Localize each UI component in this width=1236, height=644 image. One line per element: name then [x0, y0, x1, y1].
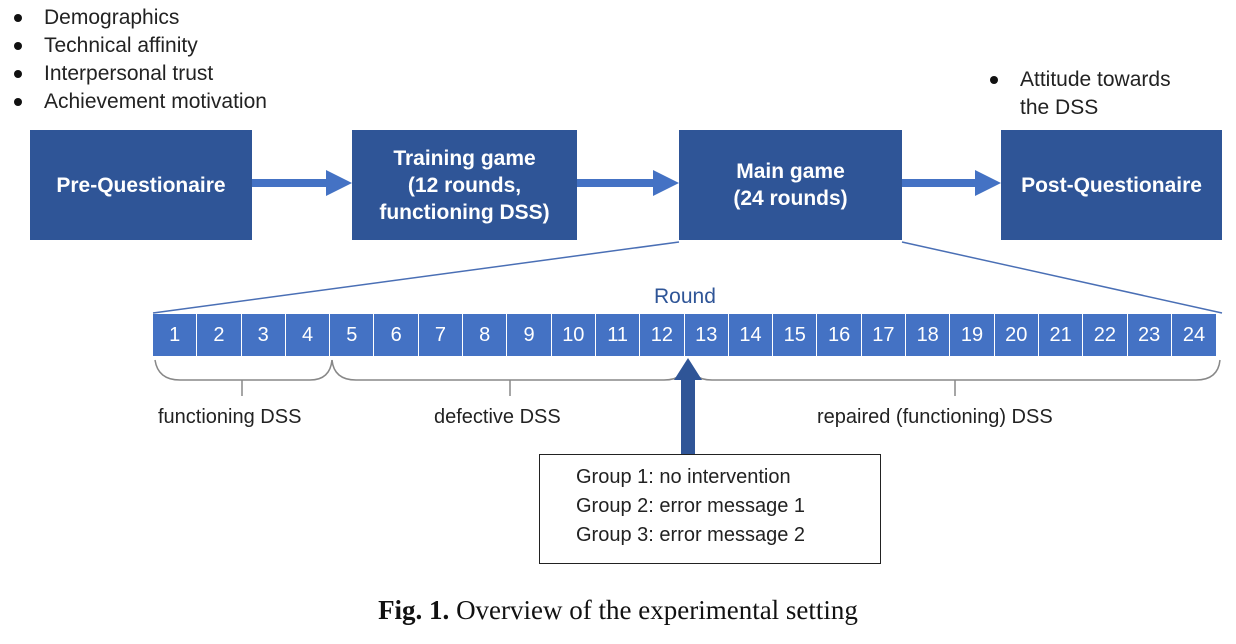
flow-arrow — [252, 170, 352, 196]
brace-repaired — [687, 359, 1221, 381]
round-cell-24: 24 — [1182, 324, 1206, 346]
group-line: Group 3: error message 2 — [576, 524, 805, 546]
zoom-line-left — [152, 241, 680, 314]
stage-label: Pre-Questionaire — [56, 173, 226, 197]
round-cell-23: 23 — [1128, 314, 1172, 356]
intervention-arrow-shaft — [681, 378, 695, 456]
round-cell-1: 1 — [153, 314, 198, 356]
intervention-arrow-head — [674, 358, 702, 380]
figure-caption: Fig. 1. Overview of the experimental set… — [0, 595, 1236, 626]
stage-label: Main game (24 rounds) — [733, 160, 848, 210]
round-cell-21: 21 — [1039, 314, 1084, 356]
phase-functioning-label: functioning DSS — [158, 406, 302, 428]
round-cell-12: 12 — [640, 314, 685, 356]
bullet-item: Interpersonal trust — [6, 60, 267, 88]
main-game-box: Main game (24 rounds) — [679, 130, 902, 240]
training-game-box: Training game (12 rounds, functioning DS… — [352, 130, 577, 240]
round-cell-10: 10 — [552, 314, 596, 356]
round-cell-8: 8 — [463, 314, 508, 356]
caption-label: Fig. 1. — [378, 595, 450, 625]
group-line: Group 2: error message 1 — [576, 495, 805, 517]
round-cell-9: 9 — [507, 314, 552, 356]
group-line: Group 1: no intervention — [576, 466, 791, 488]
round-cell-22: 22 — [1083, 314, 1128, 356]
stage-label: Post-Questionaire — [1021, 173, 1202, 197]
round-cell-4: 4 — [286, 314, 331, 356]
post-questionnaire-items: Attitude towards the DSS — [982, 66, 1171, 122]
round-cell-6: 6 — [374, 314, 419, 356]
flow-arrow — [577, 170, 679, 196]
round-title: Round — [654, 285, 716, 308]
round-cell-18: 18 — [906, 314, 951, 356]
round-cell-15: 15 — [773, 314, 818, 356]
flow-arrow — [902, 170, 1001, 196]
pre-questionnaire-box: Pre-Questionaire — [30, 130, 252, 240]
brace-defective — [331, 359, 689, 381]
caption-text: Overview of the experimental setting — [449, 595, 858, 625]
round-cell-17: 17 — [862, 314, 907, 356]
round-cell-13: 13 — [685, 314, 729, 356]
round-cell-5: 5 — [330, 314, 375, 356]
round-cell-11: 11 — [596, 314, 641, 356]
round-cell-19: 19 — [950, 314, 995, 356]
round-cell-20: 20 — [995, 314, 1039, 356]
zoom-line-right — [901, 241, 1223, 314]
phase-repaired-label: repaired (functioning) DSS — [817, 406, 1053, 428]
round-cell-7: 7 — [419, 314, 464, 356]
brace-functioning — [154, 359, 333, 381]
intervention-groups-box: Group 1: no intervention Group 2: error … — [539, 454, 881, 564]
bullet-item: Achievement motivation — [6, 88, 267, 116]
bullet-item: Technical affinity — [6, 32, 267, 60]
round-cell-3: 3 — [242, 314, 286, 356]
phase-defective-label: defective DSS — [434, 406, 561, 428]
bullet-item: Demographics — [6, 4, 267, 32]
bullet-item: Attitude towards the DSS — [982, 66, 1171, 122]
pre-questionnaire-items: Demographics Technical affinity Interper… — [6, 4, 267, 116]
post-questionnaire-box: Post-Questionaire — [1001, 130, 1222, 240]
round-cell-16: 16 — [817, 314, 862, 356]
round-cell-14: 14 — [729, 314, 774, 356]
round-cell-2: 2 — [197, 314, 242, 356]
stage-label: Training game (12 rounds, functioning DS… — [379, 146, 550, 224]
